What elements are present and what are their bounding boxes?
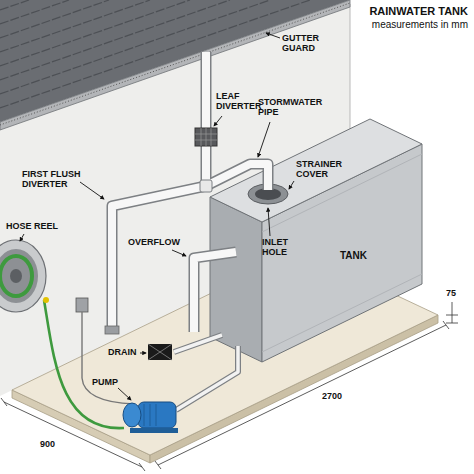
- tile-row: [0, 0, 310, 108]
- part-label: TANK: [340, 250, 380, 261]
- leader-line: [118, 388, 131, 400]
- drain-cross: [148, 344, 172, 360]
- pump-pipe: [176, 346, 238, 410]
- dimension-label: 900: [40, 440, 55, 450]
- motor-fins: [144, 404, 156, 426]
- reel-drum: [0, 249, 38, 303]
- tile-row: [0, 0, 29, 10]
- dimension-line: [4, 402, 142, 467]
- part-label: PUMP: [92, 378, 122, 388]
- part-label: STRAINER COVER: [296, 160, 348, 180]
- leader-line: [289, 181, 294, 189]
- pump-base: [130, 428, 178, 433]
- roof-tiles: [0, 0, 310, 108]
- downpipe: [202, 52, 210, 188]
- tile-row: [0, 0, 190, 66]
- power-outlet: [76, 298, 88, 312]
- dimension-tick: [155, 321, 449, 469]
- pipe-tee: [200, 180, 212, 192]
- tile-row: [0, 0, 150, 52]
- leader-lines: [20, 33, 294, 400]
- leader-line: [172, 250, 186, 256]
- dimension-tick: [1, 398, 145, 471]
- pump-pipe: [176, 346, 238, 410]
- power-cord: [82, 312, 134, 404]
- overflow-pipe: [194, 252, 236, 332]
- diagram-title: RAINWATER TANK: [369, 5, 468, 17]
- garden-hose: [44, 300, 124, 428]
- drain-grate: [148, 344, 172, 360]
- dimension-line: [158, 325, 446, 465]
- part-label: INLET HOLE: [262, 238, 300, 258]
- leader-line: [266, 33, 280, 38]
- part-label: FIRST FLUSH DIVERTER: [22, 170, 84, 190]
- hose-coil: [0, 256, 32, 296]
- dimension-label: 75: [446, 289, 456, 299]
- stormwater-pipe: [206, 164, 268, 190]
- tile-row: [0, 0, 230, 80]
- diverter-mesh: [195, 128, 217, 146]
- part-label: STORMWATER PIPE: [258, 98, 324, 118]
- drain-pipe: [174, 335, 222, 352]
- part-label: DRAIN: [108, 348, 142, 358]
- part-label: OVERFLOW: [128, 238, 180, 248]
- drain-pipe: [174, 335, 222, 352]
- leaf-diverter: [195, 128, 217, 146]
- dimension-lines: [1, 302, 458, 471]
- pump-head: [123, 403, 141, 427]
- reel-hub: [10, 269, 22, 283]
- subtitle-note: measurements in mm: [372, 19, 468, 30]
- leader-line: [258, 122, 270, 157]
- hose-reel: [0, 240, 46, 312]
- dimension-tick: [446, 302, 458, 323]
- part-label: GUTTER GUARD: [282, 34, 322, 54]
- stormwater-pipe: [206, 164, 268, 190]
- hose-fitting: [43, 297, 49, 303]
- downpipe: [201, 52, 212, 188]
- leader-line: [140, 353, 146, 354]
- tank-ribs: [262, 154, 422, 352]
- gutter: [0, 0, 350, 130]
- dimension-label: 2700: [322, 392, 342, 402]
- leader-line: [80, 182, 104, 199]
- tile-row: [0, 0, 69, 24]
- pump-motor: [138, 402, 176, 428]
- overflow-pipe: [194, 252, 236, 332]
- leader-line: [268, 208, 270, 236]
- tile-row: [0, 0, 109, 38]
- pipe-bodies: [112, 52, 268, 332]
- diverter-cap: [105, 326, 119, 334]
- gutter-guard-mesh: [0, 3, 350, 125]
- part-label: HOSE REEL: [6, 222, 66, 232]
- leader-line: [214, 116, 222, 126]
- pipe-outlines: [112, 52, 268, 332]
- leader-line: [20, 234, 24, 241]
